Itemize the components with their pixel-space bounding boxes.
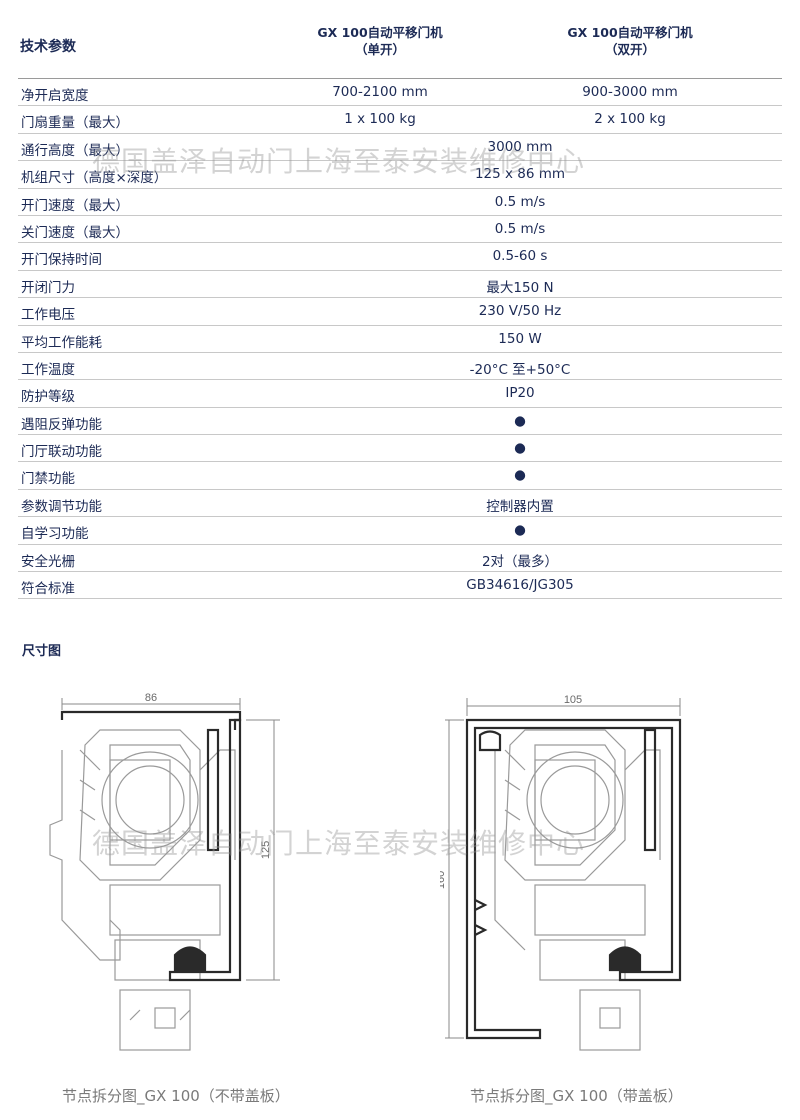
table-row: 关门速度（最大） 0.5 m/s xyxy=(18,216,782,244)
row-label: 工作电压 xyxy=(21,307,75,324)
row-label: 机组尺寸（高度×深度） xyxy=(21,170,168,187)
table-row: 开门速度（最大） 0.5 m/s xyxy=(18,189,782,216)
column-header-single: GX 100自动平移门机 （单开） xyxy=(250,24,510,58)
table-row: 遇阻反弹功能 ● xyxy=(18,408,782,436)
table-row: 工作电压 230 V/50 Hz xyxy=(18,298,782,326)
row-label: 参数调节功能 xyxy=(21,498,102,515)
watermark-text: 德国盖泽自动门上海至泰安装维修中心 xyxy=(92,145,586,178)
row-label: 符合标准 xyxy=(21,581,75,598)
row-label: 工作温度 xyxy=(21,361,75,378)
row-value: 125 x 86 mm xyxy=(474,166,566,183)
top-profile xyxy=(60,710,242,730)
side-bracket xyxy=(49,750,121,961)
spec-table: 技术参数 GX 100自动平移门机 （单开） GX 100自动平移门机 （双开）… xyxy=(18,22,782,600)
row-label: 开门速度（最大） xyxy=(21,197,129,214)
row-label: 关门速度（最大） xyxy=(21,224,129,241)
table-row: 门禁功能 ● xyxy=(18,462,782,490)
table-row: 防护等级 IP20 xyxy=(18,380,782,408)
row-value: ● xyxy=(514,522,526,539)
drawing-with-cover: 105 160 xyxy=(440,694,682,1051)
roller xyxy=(608,946,642,972)
table-row: 门扇重量（最大） 1 x 100 kg 2 x 100 kg xyxy=(18,106,782,134)
table-row: 平均工作能耗 150 W xyxy=(18,326,782,353)
row-value: 0.5 m/s xyxy=(494,193,546,210)
roller xyxy=(173,946,207,972)
table-row: 门厅联动功能 ● xyxy=(18,435,782,463)
caption-without-cover: 节点拆分图_GX 100（不带盖板） xyxy=(62,1087,290,1105)
row-value-single: 700-2100 mm xyxy=(332,84,428,100)
door-clamp xyxy=(579,989,641,1051)
row-label: 开闭门力 xyxy=(21,279,75,296)
row-label: 平均工作能耗 xyxy=(21,334,102,351)
table-row: 符合标准 GB34616/JG305 xyxy=(18,572,782,600)
caption-with-cover: 节点拆分图_GX 100（带盖板） xyxy=(470,1087,683,1105)
row-value: ● xyxy=(514,467,526,484)
row-label: 门禁功能 xyxy=(21,471,75,488)
row-value: ● xyxy=(514,412,526,429)
row-value: IP20 xyxy=(505,385,535,402)
cover-profile xyxy=(465,718,682,1040)
motor-outline xyxy=(101,751,199,849)
row-label: 门厅联动功能 xyxy=(21,444,102,461)
row-value-double: 900-3000 mm xyxy=(582,84,678,100)
table-row: 净开启宽度 700-2100 mm 900-3000 mm xyxy=(18,79,782,107)
table-row: 参数调节功能 控制器内置 xyxy=(18,490,782,518)
column-header-double: GX 100自动平移门机 （双开） xyxy=(500,24,760,58)
row-value: 2对（最多） xyxy=(481,553,559,570)
row-value: GB34616/JG305 xyxy=(466,577,574,594)
row-value-double: 2 x 100 kg xyxy=(594,111,666,128)
row-value: ● xyxy=(514,440,526,457)
table-row: 安全光栅 2对（最多） xyxy=(18,545,782,573)
column-single-subtitle: （单开） xyxy=(354,42,405,57)
table-row: 通行高度（最大） 3000 mm xyxy=(18,134,782,162)
row-label: 防护等级 xyxy=(21,389,75,406)
width-dimension: 105 xyxy=(564,694,582,706)
spec-table-body: 净开启宽度 700-2100 mm 900-3000 mm 门扇重量（最大） 1 x 1… xyxy=(18,79,782,600)
height-dimension: 160 xyxy=(440,871,447,889)
row-value: 最大150 N xyxy=(486,279,554,296)
table-row: 工作温度 -20°C 至+50°C xyxy=(18,353,782,381)
row-value: -20°C 至+50°C xyxy=(469,361,571,378)
watermark-text: 德国盖泽自动门上海至泰安装维修中心 xyxy=(92,827,586,860)
row-value: 0.5-60 s xyxy=(492,248,548,265)
row-label: 门扇重量（最大） xyxy=(21,115,129,132)
main-profile xyxy=(168,718,242,982)
table-row: 自学习功能 ● xyxy=(18,517,782,545)
column-double-subtitle: （双开） xyxy=(604,42,655,57)
row-value: 150 W xyxy=(498,330,542,347)
drawing-without-cover: 86 125 xyxy=(49,692,280,1051)
row-value: 3000 mm xyxy=(487,138,553,155)
row-label: 自学习功能 xyxy=(21,526,89,543)
row-label: 遇阻反弹功能 xyxy=(21,416,102,433)
row-value: 230 V/50 Hz xyxy=(478,303,562,320)
row-label: 通行高度（最大） xyxy=(21,142,129,159)
table-row: 开闭门力 最大150 N xyxy=(18,271,782,299)
row-label: 净开启宽度 xyxy=(21,88,89,104)
row-label: 安全光栅 xyxy=(21,553,75,570)
section-title: 尺寸图 xyxy=(22,644,62,659)
row-value: 0.5 m/s xyxy=(494,220,546,237)
door-clamp xyxy=(119,989,191,1051)
column-single-title: GX 100自动平移门机 xyxy=(317,25,443,40)
table-row: 机组尺寸（高度×深度） 125 x 86 mm xyxy=(18,161,782,189)
motor-outline xyxy=(526,751,624,849)
spec-header-label: 技术参数 xyxy=(20,39,76,55)
spec-table-header: 技术参数 GX 100自动平移门机 （单开） GX 100自动平移门机 （双开） xyxy=(18,22,782,79)
table-row: 开门保持时间 0.5-60 s xyxy=(18,243,782,271)
column-double-title: GX 100自动平移门机 xyxy=(567,25,693,40)
height-dimension: 125 xyxy=(260,841,272,859)
row-value: 控制器内置 xyxy=(486,498,554,515)
width-dimension: 86 xyxy=(145,692,157,704)
row-label: 开门保持时间 xyxy=(21,252,102,269)
row-value-single: 1 x 100 kg xyxy=(344,111,416,128)
